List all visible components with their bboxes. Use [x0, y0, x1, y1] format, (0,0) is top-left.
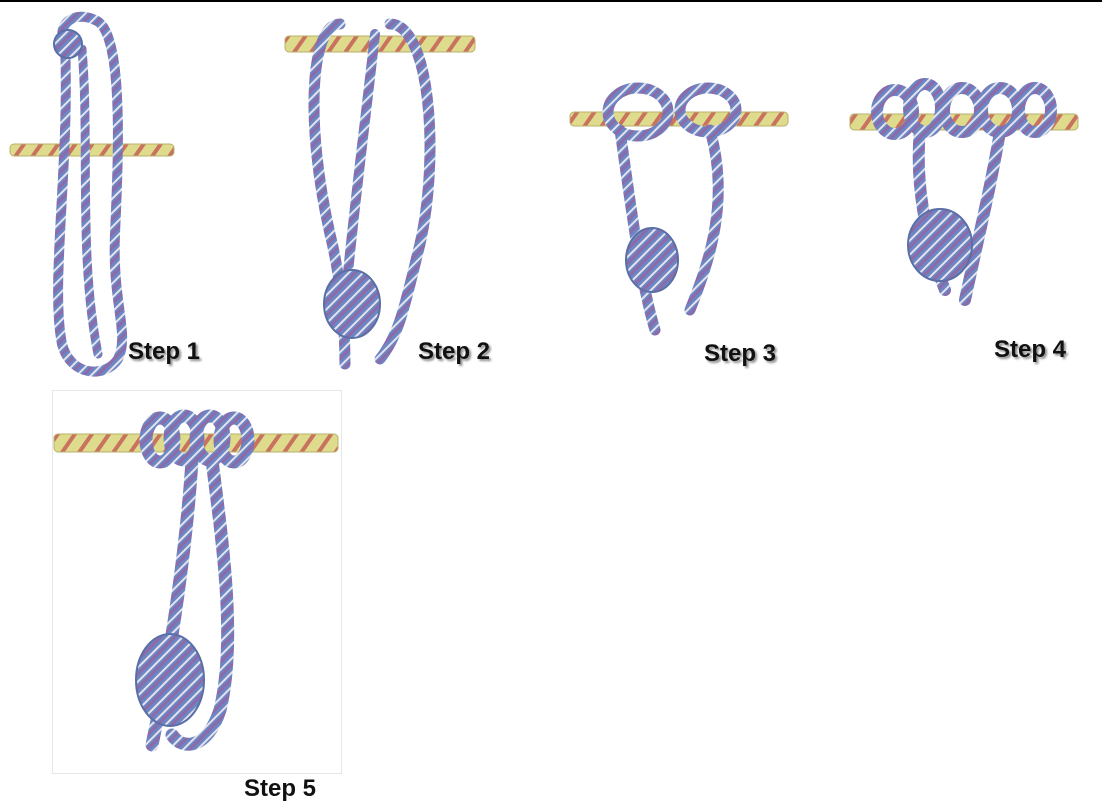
- rope-coils: [908, 209, 972, 281]
- rope-coils: [136, 634, 204, 726]
- step-2-illustration: [240, 4, 485, 386]
- step-5-panel: Step 5: [52, 390, 342, 800]
- step-2-label: Step 2: [418, 338, 490, 366]
- step-1-panel: Step 1: [0, 4, 240, 386]
- step-3-label: Step 3: [704, 340, 776, 368]
- rope-loop-right: [380, 24, 430, 359]
- step-4-label: Step 4: [994, 336, 1066, 364]
- rope-body: [620, 130, 718, 330]
- step-4-panel: Step 4: [840, 60, 1102, 380]
- step-4-illustration: [840, 60, 1102, 380]
- pole: [285, 36, 475, 52]
- rope-coils: [626, 228, 678, 292]
- rope-wraps: [877, 84, 1051, 134]
- step-5-illustration: [52, 390, 342, 772]
- rope-strand-middle: [345, 34, 375, 304]
- rope-strand: [82, 49, 98, 354]
- step-5-label: Step 5: [244, 775, 316, 803]
- top-border-rule: [0, 0, 1102, 2]
- step-3-illustration: [560, 60, 820, 380]
- rope-coils: [324, 270, 380, 338]
- step-1-illustration: [0, 4, 240, 386]
- pole: [10, 144, 174, 156]
- rope-knot: [54, 30, 82, 58]
- step-2-panel: Step 2: [240, 4, 485, 386]
- step-3-panel: Step 3: [560, 60, 820, 380]
- step-1-label: Step 1: [128, 338, 200, 366]
